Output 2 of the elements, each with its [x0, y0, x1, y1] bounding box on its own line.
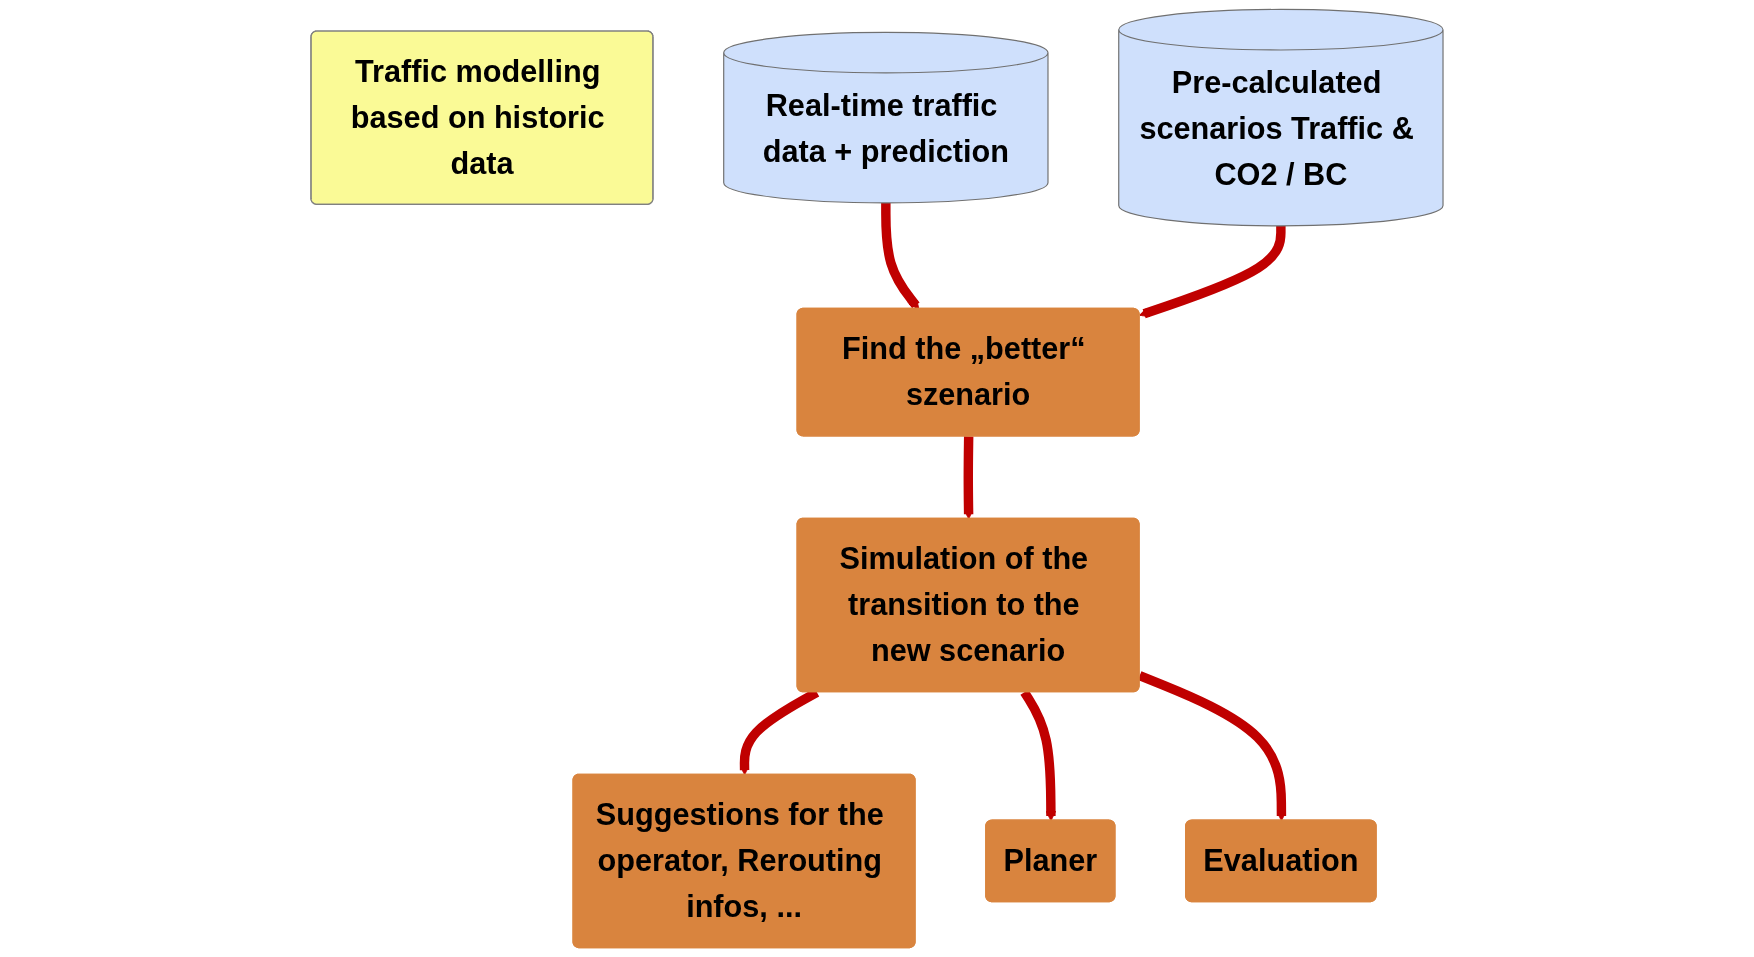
arrow [963, 436, 974, 520]
arrow [881, 202, 920, 310]
